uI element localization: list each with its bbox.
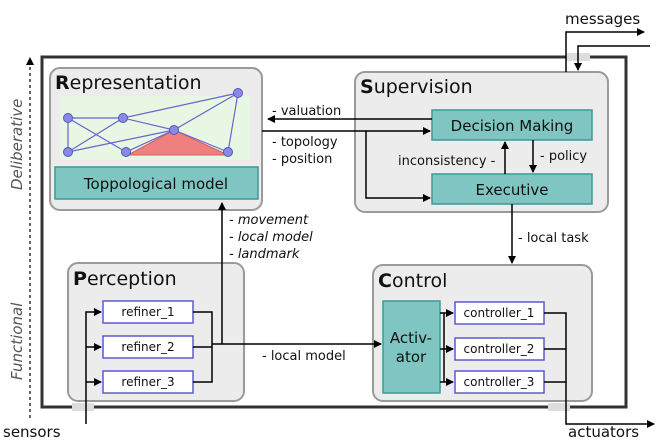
topology-label: - topology: [272, 135, 338, 150]
perception-title: Perception: [73, 268, 177, 290]
graph-node: [118, 113, 128, 123]
sensors-label: sensors: [3, 423, 61, 441]
graph-node: [121, 147, 131, 157]
frame-gap-bottom-left: [72, 403, 94, 411]
graph-node: [63, 113, 73, 123]
functional-label: Functional: [8, 302, 26, 380]
activator-label-line2: ator: [396, 348, 427, 366]
graph-node: [169, 125, 179, 135]
actuators-label: actuators: [568, 423, 639, 441]
refiner-1-label: refiner_1: [121, 305, 174, 319]
refiner-2-label: refiner_2: [121, 340, 174, 354]
position-label: - position: [272, 152, 332, 167]
controller-3-label: controller_3: [464, 375, 535, 389]
topology-position-arrow: [262, 130, 431, 202]
inconsistency-label: inconsistency -: [398, 154, 496, 169]
graph-nodes: [63, 88, 243, 157]
refiner-3-label: refiner_3: [121, 375, 174, 389]
map-triangle: [127, 129, 229, 156]
controller-1-label: controller_1: [464, 306, 535, 320]
topological-model-box: [54, 166, 259, 200]
landmark-label: - landmark: [229, 247, 300, 262]
activator-box: [382, 300, 441, 394]
representation-title: Representation: [55, 72, 202, 94]
control-title: Control: [378, 270, 447, 292]
controller-2-label: controller_2: [464, 342, 535, 356]
graph-node: [63, 147, 73, 157]
messages-in-arrow: [574, 45, 650, 71]
local-task-label: - local task: [518, 231, 589, 246]
topology-graph: [67, 92, 239, 153]
graph-node: [223, 147, 233, 157]
decision-making-label: Decision Making: [451, 117, 574, 135]
graph-node: [233, 88, 243, 98]
policy-label: - policy: [540, 149, 587, 164]
executive-box: [431, 173, 593, 205]
actuators-arrow: [565, 382, 655, 428]
supervision-title: Supervision: [360, 76, 473, 98]
sensors-arrow: [85, 308, 102, 424]
frame-gap-bottom-right: [548, 403, 570, 411]
system-frame: [40, 55, 628, 409]
messages-label: messages: [565, 10, 640, 28]
movement-label: - movement: [229, 213, 309, 228]
activator-label-line1: Activ-: [390, 329, 432, 347]
valuation-label: - valuation: [272, 104, 341, 119]
local-model-label: - local model: [262, 349, 346, 364]
decision-making-box: [431, 109, 593, 141]
perception-module: [67, 262, 245, 402]
messages-out-arrow: [565, 28, 645, 72]
deliberative-label: Deliberative: [8, 99, 26, 190]
topological-model-label: Toppological model: [83, 175, 228, 193]
controller-merge-line: [544, 312, 567, 383]
local-model-up-label: - local model: [229, 230, 313, 245]
executive-label: Executive: [475, 181, 548, 199]
